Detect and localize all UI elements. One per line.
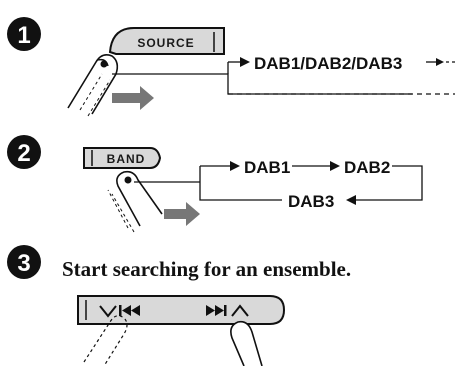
finger-step-2 [107, 170, 163, 233]
step-3: 3 Start searching for an ensemble. [7, 245, 351, 367]
arrow-to-dab2 [330, 161, 340, 171]
step-2-badge [7, 135, 41, 169]
step-3-number: 3 [17, 250, 30, 277]
step-2-number: 2 [17, 140, 30, 167]
step-3-instruction: Start searching for an ensemble. [62, 257, 351, 281]
cycle-dab2: DAB2 [344, 158, 390, 177]
cycle-left [199, 166, 282, 201]
sequence-tail-arrow [436, 58, 444, 66]
cycle-right [356, 165, 423, 201]
press-motion-arrow-1 [112, 86, 154, 110]
step-3-badge [7, 245, 41, 279]
band-button-label: BAND [107, 152, 146, 166]
step-2: 2 BAND DAB1 DAB2 DAB3 [7, 135, 423, 233]
arrow-to-sequence [240, 57, 250, 67]
cycle-dab3: DAB3 [288, 192, 334, 211]
flow-line-1 [112, 73, 412, 95]
press-motion-arrow-2 [164, 202, 200, 226]
step-1-number: 1 [17, 22, 30, 49]
sequence-label: DAB1/DAB2/DAB3 [254, 54, 402, 73]
cycle-dab1: DAB1 [244, 158, 290, 177]
finger-step-3-right [230, 320, 263, 367]
chevron-down-skip-back-icon[interactable] [99, 305, 140, 318]
band-button[interactable] [83, 147, 162, 169]
source-button[interactable] [108, 27, 225, 55]
skip-forward-chevron-up-icon[interactable] [206, 304, 249, 317]
seek-rocker-button[interactable] [77, 295, 286, 325]
arrow-to-dab1 [230, 161, 240, 171]
arrow-to-dab3 [346, 195, 356, 205]
finger-step-1 [67, 54, 119, 117]
source-button-label: SOURCE [137, 36, 194, 50]
step-1: 1 SOURCE DAB1/DAB2/DAB3 [7, 17, 458, 117]
step-1-badge [7, 17, 41, 51]
